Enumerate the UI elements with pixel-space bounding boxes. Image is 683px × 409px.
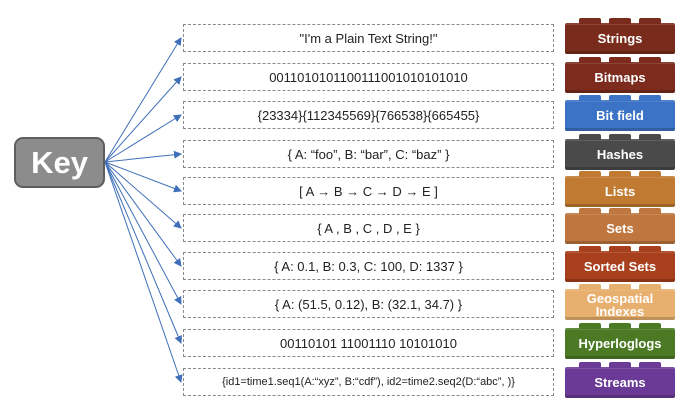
lego-stud (579, 246, 601, 252)
lego-stud (639, 18, 661, 24)
value-box: {id1=time1.seq1(A:“xyz”, B:“cdf”), id2=t… (183, 368, 554, 396)
type-label: Sets (606, 221, 634, 236)
lego-stud (609, 284, 631, 290)
value-box: 00110101 11001110 10101010 (183, 329, 554, 357)
lego-stud (609, 362, 631, 368)
type-block: Hyperloglogs (565, 323, 675, 359)
lego-stud (579, 323, 601, 329)
type-block: Lists (565, 171, 675, 207)
lego-stud (579, 134, 601, 140)
type-label: Sorted Sets (583, 259, 657, 274)
type-label: Geospatial Indexes (586, 290, 654, 319)
lego-stud (639, 134, 661, 140)
lego-stud (609, 134, 631, 140)
lego-stud (639, 362, 661, 368)
value-text: {id1=time1.seq1(A:“xyz”, B:“cdf”), id2=t… (222, 376, 515, 388)
value-text: 0011010101100111001010101010 (269, 69, 468, 85)
value-text: { A: (51.5, 0.12), B: (32.1, 34.7) } (274, 296, 463, 312)
value-text: {23334}{112345569}{766538}{665455} (257, 107, 480, 123)
key-to-value-arrow (104, 161, 182, 344)
value-box: { A: “foo”, B: “bar”, C: “baz” } (183, 140, 554, 168)
type-label: Lists (604, 184, 636, 199)
type-block: Geospatial Indexes (565, 284, 675, 320)
key-to-value-arrow (104, 161, 182, 193)
key-to-value-arrow (104, 114, 182, 163)
lego-stud (579, 362, 601, 368)
key-to-value-arrow (104, 37, 182, 163)
lego-stud (609, 171, 631, 177)
value-box: { A , B , C , D , E } (183, 214, 554, 242)
key-label: Key (31, 144, 88, 180)
value-text: { A: “foo”, B: “bar”, C: “baz” } (287, 146, 450, 162)
key-to-value-arrow (104, 161, 182, 229)
lego-stud (579, 57, 601, 63)
lego-stud (579, 208, 601, 214)
type-block: Sets (565, 208, 675, 244)
lego-stud (609, 208, 631, 214)
lego-stud (609, 95, 631, 101)
lego-stud (639, 171, 661, 177)
key-to-value-arrow (104, 161, 182, 267)
key-to-value-arrow (104, 161, 182, 305)
type-block: Bit field (565, 95, 675, 131)
type-label: Bit field (596, 108, 644, 123)
lego-stud (639, 57, 661, 63)
type-label: Hashes (596, 147, 644, 162)
value-text: 00110101 11001110 10101010 (280, 335, 457, 351)
lego-stud (609, 18, 631, 24)
type-label: Bitmaps (594, 70, 646, 85)
type-block: Sorted Sets (565, 246, 675, 282)
type-block: Bitmaps (565, 57, 675, 93)
value-box: [ A → B → C → D → E ] (183, 177, 554, 205)
lego-stud (579, 284, 601, 290)
key-node: Key (14, 137, 105, 188)
lego-stud (639, 208, 661, 214)
type-label: Streams (594, 375, 646, 390)
value-text: { A: 0.1, B: 0.3, C: 100, D: 1337 } (274, 258, 463, 274)
lego-stud (639, 95, 661, 101)
type-label: Hyperloglogs (578, 336, 662, 351)
value-text: "I'm a Plain Text String!" (299, 30, 438, 46)
key-to-value-arrow (104, 161, 183, 383)
value-box: { A: 0.1, B: 0.3, C: 100, D: 1337 } (183, 252, 554, 280)
key-to-value-arrow (104, 150, 182, 163)
lego-stud (639, 323, 661, 329)
lego-stud (579, 18, 601, 24)
lego-stud (609, 323, 631, 329)
value-box: "I'm a Plain Text String!" (183, 24, 554, 52)
lego-stud (609, 57, 631, 63)
value-box: 0011010101100111001010101010 (183, 63, 554, 91)
lego-stud (579, 171, 601, 177)
lego-stud (639, 284, 661, 290)
type-block: Streams (565, 362, 675, 398)
type-label: Strings (597, 31, 643, 46)
lego-stud (639, 246, 661, 252)
lego-stud (579, 95, 601, 101)
value-text: { A , B , C , D , E } (317, 220, 420, 236)
value-text: [ A → B → C → D → E ] (299, 183, 438, 199)
value-box: {23334}{112345569}{766538}{665455} (183, 101, 554, 129)
lego-stud (609, 246, 631, 252)
key-to-value-arrow (104, 76, 182, 163)
value-box: { A: (51.5, 0.12), B: (32.1, 34.7) } (183, 290, 554, 318)
type-block: Hashes (565, 134, 675, 170)
type-block: Strings (565, 18, 675, 54)
